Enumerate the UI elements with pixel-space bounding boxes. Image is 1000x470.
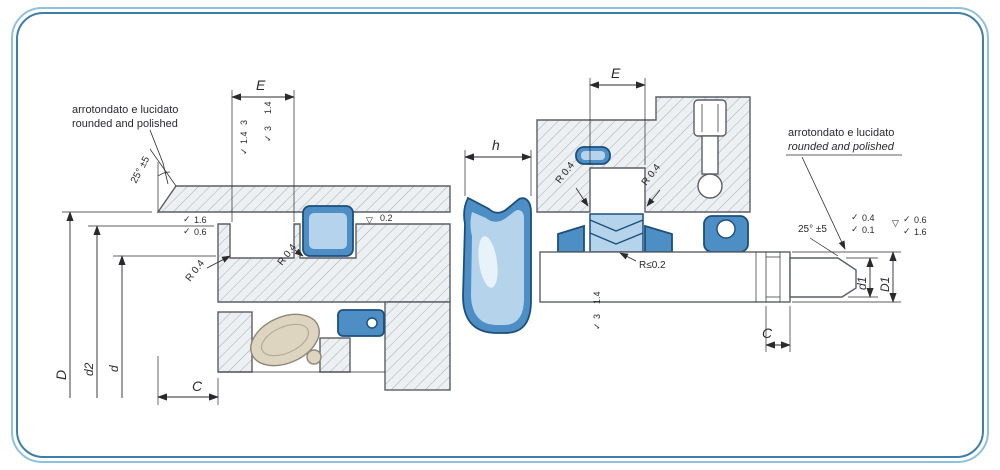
svg-text:0.6: 0.6 <box>194 227 207 237</box>
svg-text:d: d <box>107 365 121 372</box>
roughness-icon: ✓ <box>263 134 273 142</box>
left-note-italian: arrotondato e lucidato <box>72 104 178 116</box>
left-note-leader <box>149 129 169 185</box>
left-dim-d2: d2 <box>82 225 214 398</box>
left-lower-block-b <box>319 337 351 373</box>
roughness-icon: ✓ <box>851 224 859 234</box>
roughness-icon: ✓ <box>851 212 859 222</box>
roughness-icon: ✓ <box>239 147 249 155</box>
right-rod-finish: ✓ 3 1.4 <box>592 291 602 330</box>
right-view: E R 0.4 R 0.4 arrotondato e lucidato rou… <box>536 65 927 352</box>
svg-text:0.1: 0.1 <box>862 225 875 235</box>
right-rod <box>539 251 857 303</box>
right-finish-b: ▽ ✓ 0.6 ✓ 1.6 <box>892 214 927 237</box>
svg-text:1.4: 1.4 <box>592 291 602 304</box>
machining-triangle-icon: ▽ <box>892 218 899 228</box>
roughness-icon: ✓ <box>592 322 602 330</box>
svg-text:D1: D1 <box>878 277 892 292</box>
svg-text:E: E <box>256 77 266 93</box>
roughness-icon: ✓ <box>183 214 191 224</box>
right-chamfer-angle: 25° ±5 <box>798 224 839 257</box>
svg-text:1.4: 1.4 <box>263 101 273 114</box>
right-dim-C: C <box>762 306 791 352</box>
roughness-icon: ✓ <box>183 226 191 236</box>
left-view: 25° ±5 arrotondato e lucidato rounded an… <box>53 77 451 405</box>
svg-text:1.4: 1.4 <box>239 131 249 144</box>
left-groove-finish-a: ✓ 1.4 3 <box>239 120 249 155</box>
svg-text:0.2: 0.2 <box>380 213 393 223</box>
svg-text:C: C <box>192 378 203 394</box>
border-frame <box>11 7 989 463</box>
roughness-icon: ✓ <box>903 226 911 236</box>
svg-text:d2: d2 <box>82 362 96 376</box>
right-dim-d1: d1 <box>846 257 878 298</box>
left-edge-finish: ✓ 1.6 ✓ 0.6 <box>183 214 207 237</box>
left-roller <box>250 313 320 367</box>
left-dim-D: D <box>53 211 152 398</box>
seal-highlight <box>478 236 498 288</box>
svg-text:D: D <box>53 370 69 380</box>
left-note-english: rounded and polished <box>72 118 178 130</box>
right-dim-E: E <box>589 65 646 165</box>
svg-text:1.6: 1.6 <box>914 227 927 237</box>
roughness-icon: ✓ <box>903 214 911 224</box>
left-lower-block-a <box>217 311 253 373</box>
svg-text:1.6: 1.6 <box>194 215 207 225</box>
left-groove-finish-b: ✓ 3 1.4 <box>263 101 273 142</box>
left-guide-ring <box>337 309 385 337</box>
left-dim-h: h <box>464 137 532 196</box>
svg-text:3: 3 <box>263 126 273 131</box>
seal-profile: h <box>462 137 532 334</box>
svg-text:25° ±5: 25° ±5 <box>798 224 827 235</box>
left-dim-C: C <box>157 356 219 405</box>
svg-text:0.6: 0.6 <box>914 215 927 225</box>
right-oring <box>575 146 611 165</box>
svg-text:C: C <box>762 325 773 341</box>
svg-text:d1: d1 <box>855 277 869 290</box>
right-note: arrotondato e lucidato rounded and polis… <box>786 127 902 250</box>
left-lower-block-c <box>384 301 451 391</box>
right-finish-a: ✓ 0.4 ✓ 0.1 <box>851 212 875 235</box>
right-seal-stack <box>557 213 749 253</box>
machining-triangle-icon: ▽ <box>366 215 373 225</box>
right-screw <box>693 99 727 199</box>
svg-text:E: E <box>611 65 621 81</box>
right-radius-small: R≤0.2 <box>619 252 666 271</box>
svg-text:R 0.4: R 0.4 <box>184 258 208 284</box>
left-dim-d: d <box>107 255 216 398</box>
svg-text:3: 3 <box>592 314 602 319</box>
left-dim-E: E <box>231 77 295 222</box>
left-seal <box>302 205 354 257</box>
left-chamfer-angle: 25° ±5 <box>129 154 153 185</box>
svg-text:0.4: 0.4 <box>862 213 875 223</box>
left-roller-pin <box>306 349 322 365</box>
svg-text:rounded and polished: rounded and polished <box>788 141 895 153</box>
svg-text:R≤0.2: R≤0.2 <box>639 260 666 271</box>
svg-text:h: h <box>492 137 500 153</box>
svg-text:3: 3 <box>239 120 249 125</box>
right-dim-D1: D1 <box>792 251 901 303</box>
svg-text:arrotondato e lucidato: arrotondato e lucidato <box>788 127 894 139</box>
